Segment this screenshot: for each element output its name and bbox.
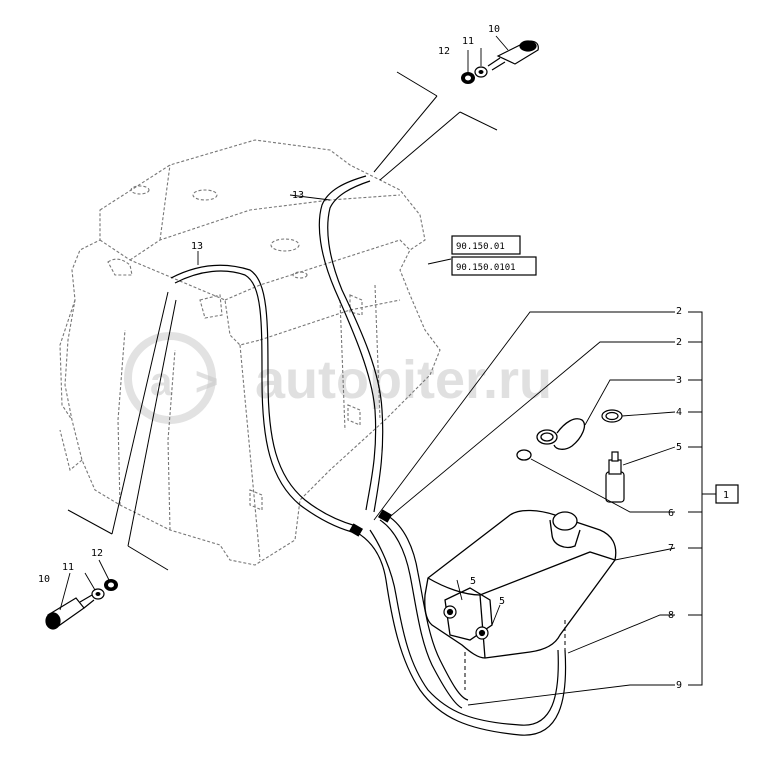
callout-2a: 2: [676, 306, 682, 317]
callout-3: 3: [676, 375, 682, 386]
callout-12-bottom: 12: [91, 548, 103, 559]
callout-5-tank-right: 5: [499, 596, 505, 607]
group-label: 1: [723, 490, 729, 501]
callout-11-bottom: 11: [62, 562, 74, 573]
hose-connectors: [348, 509, 393, 537]
nozzle-10-top: [487, 40, 539, 71]
callout-5-tank-left: 5: [470, 576, 476, 587]
nozzle-10-bottom: [45, 594, 95, 630]
pump-5: [605, 451, 625, 503]
callout-6: 6: [668, 508, 674, 519]
group-label-box: 1: [715, 484, 739, 504]
reference-box-1[interactable]: 90.150.01: [451, 235, 521, 255]
callout-2b: 2: [676, 337, 682, 348]
nut-12-top: [461, 72, 475, 84]
cap-3: [536, 418, 586, 450]
callout-8: 8: [668, 610, 674, 621]
washer-11-top: [474, 66, 488, 78]
callout-4: 4: [676, 407, 682, 418]
callout-7: 7: [668, 543, 674, 554]
callout-13-right: 13: [292, 190, 304, 201]
group-bracket: [688, 311, 716, 686]
callout-9: 9: [676, 680, 682, 691]
callout-numbers: 2 2 3 4 5 6 7 8 9 10 11 12 10 11 12 13 1…: [38, 24, 682, 691]
cab-outline: [59, 139, 441, 566]
grommet-5-tank: [443, 605, 489, 640]
reference-code-2: 90.150.0101: [456, 263, 516, 273]
section-lines: [67, 71, 498, 571]
callout-10-bottom: 10: [38, 574, 50, 585]
hose-13-right: [318, 175, 384, 513]
svg-text:a: a: [150, 360, 173, 404]
washer-11-bottom: [91, 588, 105, 600]
seal-4: [601, 409, 623, 423]
callout-11-top: 11: [462, 36, 474, 47]
nut-12-bottom: [104, 579, 118, 591]
reference-code-1: 90.150.01: [456, 242, 505, 252]
callout-5-pump: 5: [676, 442, 682, 453]
watermark-text: autopiter.ru: [255, 350, 552, 410]
leader-lines: [59, 35, 676, 706]
washer-6: [516, 449, 532, 461]
hose-13-left: [170, 264, 357, 533]
tank-outlet-lines: [464, 620, 566, 690]
reference-box-2[interactable]: 90.150.0101: [451, 256, 537, 276]
callout-10-top: 10: [488, 24, 500, 35]
callout-13-left: 13: [191, 241, 203, 252]
watermark: a > autopiter.ru: [124, 332, 552, 424]
callout-12-top: 12: [438, 46, 450, 57]
svg-text:>: >: [195, 360, 218, 404]
reservoir-tank: [424, 509, 617, 659]
